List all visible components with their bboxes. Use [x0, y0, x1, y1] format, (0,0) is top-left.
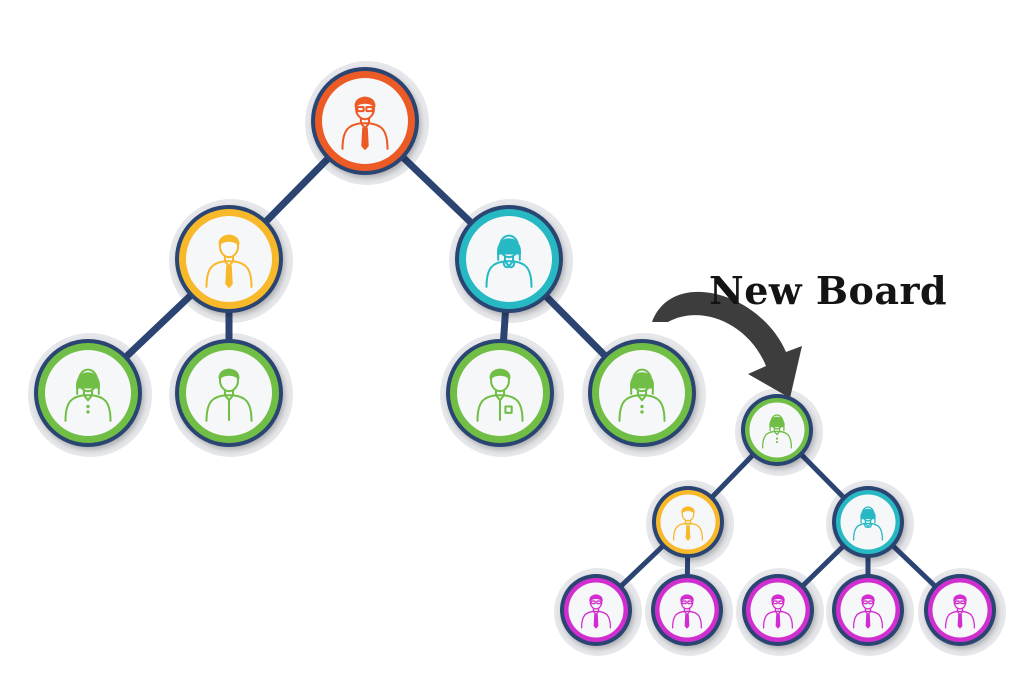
node-face — [932, 582, 988, 638]
new-board-label: New Board — [709, 268, 948, 313]
node-face — [750, 582, 806, 638]
node-face — [568, 582, 624, 638]
person-node — [588, 339, 696, 447]
man-with-glasses-and-tie-icon — [852, 594, 884, 629]
person-node — [742, 574, 814, 646]
curved-arrow-icon — [652, 291, 802, 398]
node-face — [660, 494, 716, 550]
person-node — [175, 339, 283, 447]
person-node — [311, 67, 419, 175]
man-with-glasses-and-tie-icon — [341, 96, 389, 150]
node-face — [186, 216, 272, 302]
woman-with-collar-icon — [485, 234, 533, 288]
person-node — [832, 574, 904, 646]
man-in-shirt-icon — [205, 368, 253, 422]
node-face — [840, 494, 896, 550]
person-node — [175, 205, 283, 313]
woman-icon — [761, 414, 793, 449]
man-with-glasses-and-tie-icon — [580, 594, 612, 629]
person-node — [34, 339, 142, 447]
person-node — [741, 394, 813, 466]
man-with-glasses-and-tie-icon — [944, 594, 976, 629]
node-face — [45, 350, 131, 436]
curved-arrow-shape — [652, 291, 802, 398]
man-with-tie-icon — [672, 506, 704, 541]
node-face — [599, 350, 685, 436]
person-node — [832, 486, 904, 558]
node-face — [659, 582, 715, 638]
man-with-glasses-and-tie-icon — [671, 594, 703, 629]
woman-icon — [618, 368, 666, 422]
node-face — [186, 350, 272, 436]
person-node — [652, 486, 724, 558]
node-face — [466, 216, 552, 302]
person-node — [651, 574, 723, 646]
man-with-tie-icon — [205, 234, 253, 288]
node-face — [749, 402, 805, 458]
node-face — [322, 78, 408, 164]
person-nodes — [34, 67, 996, 646]
node-face — [457, 350, 543, 436]
person-node — [446, 339, 554, 447]
man-with-pocket-shirt-icon — [476, 368, 524, 422]
woman-icon — [64, 368, 112, 422]
man-with-glasses-and-tie-icon — [762, 594, 794, 629]
person-node — [560, 574, 632, 646]
woman-with-collar-icon — [852, 506, 884, 541]
person-node — [455, 205, 563, 313]
node-face — [840, 582, 896, 638]
person-node — [924, 574, 996, 646]
